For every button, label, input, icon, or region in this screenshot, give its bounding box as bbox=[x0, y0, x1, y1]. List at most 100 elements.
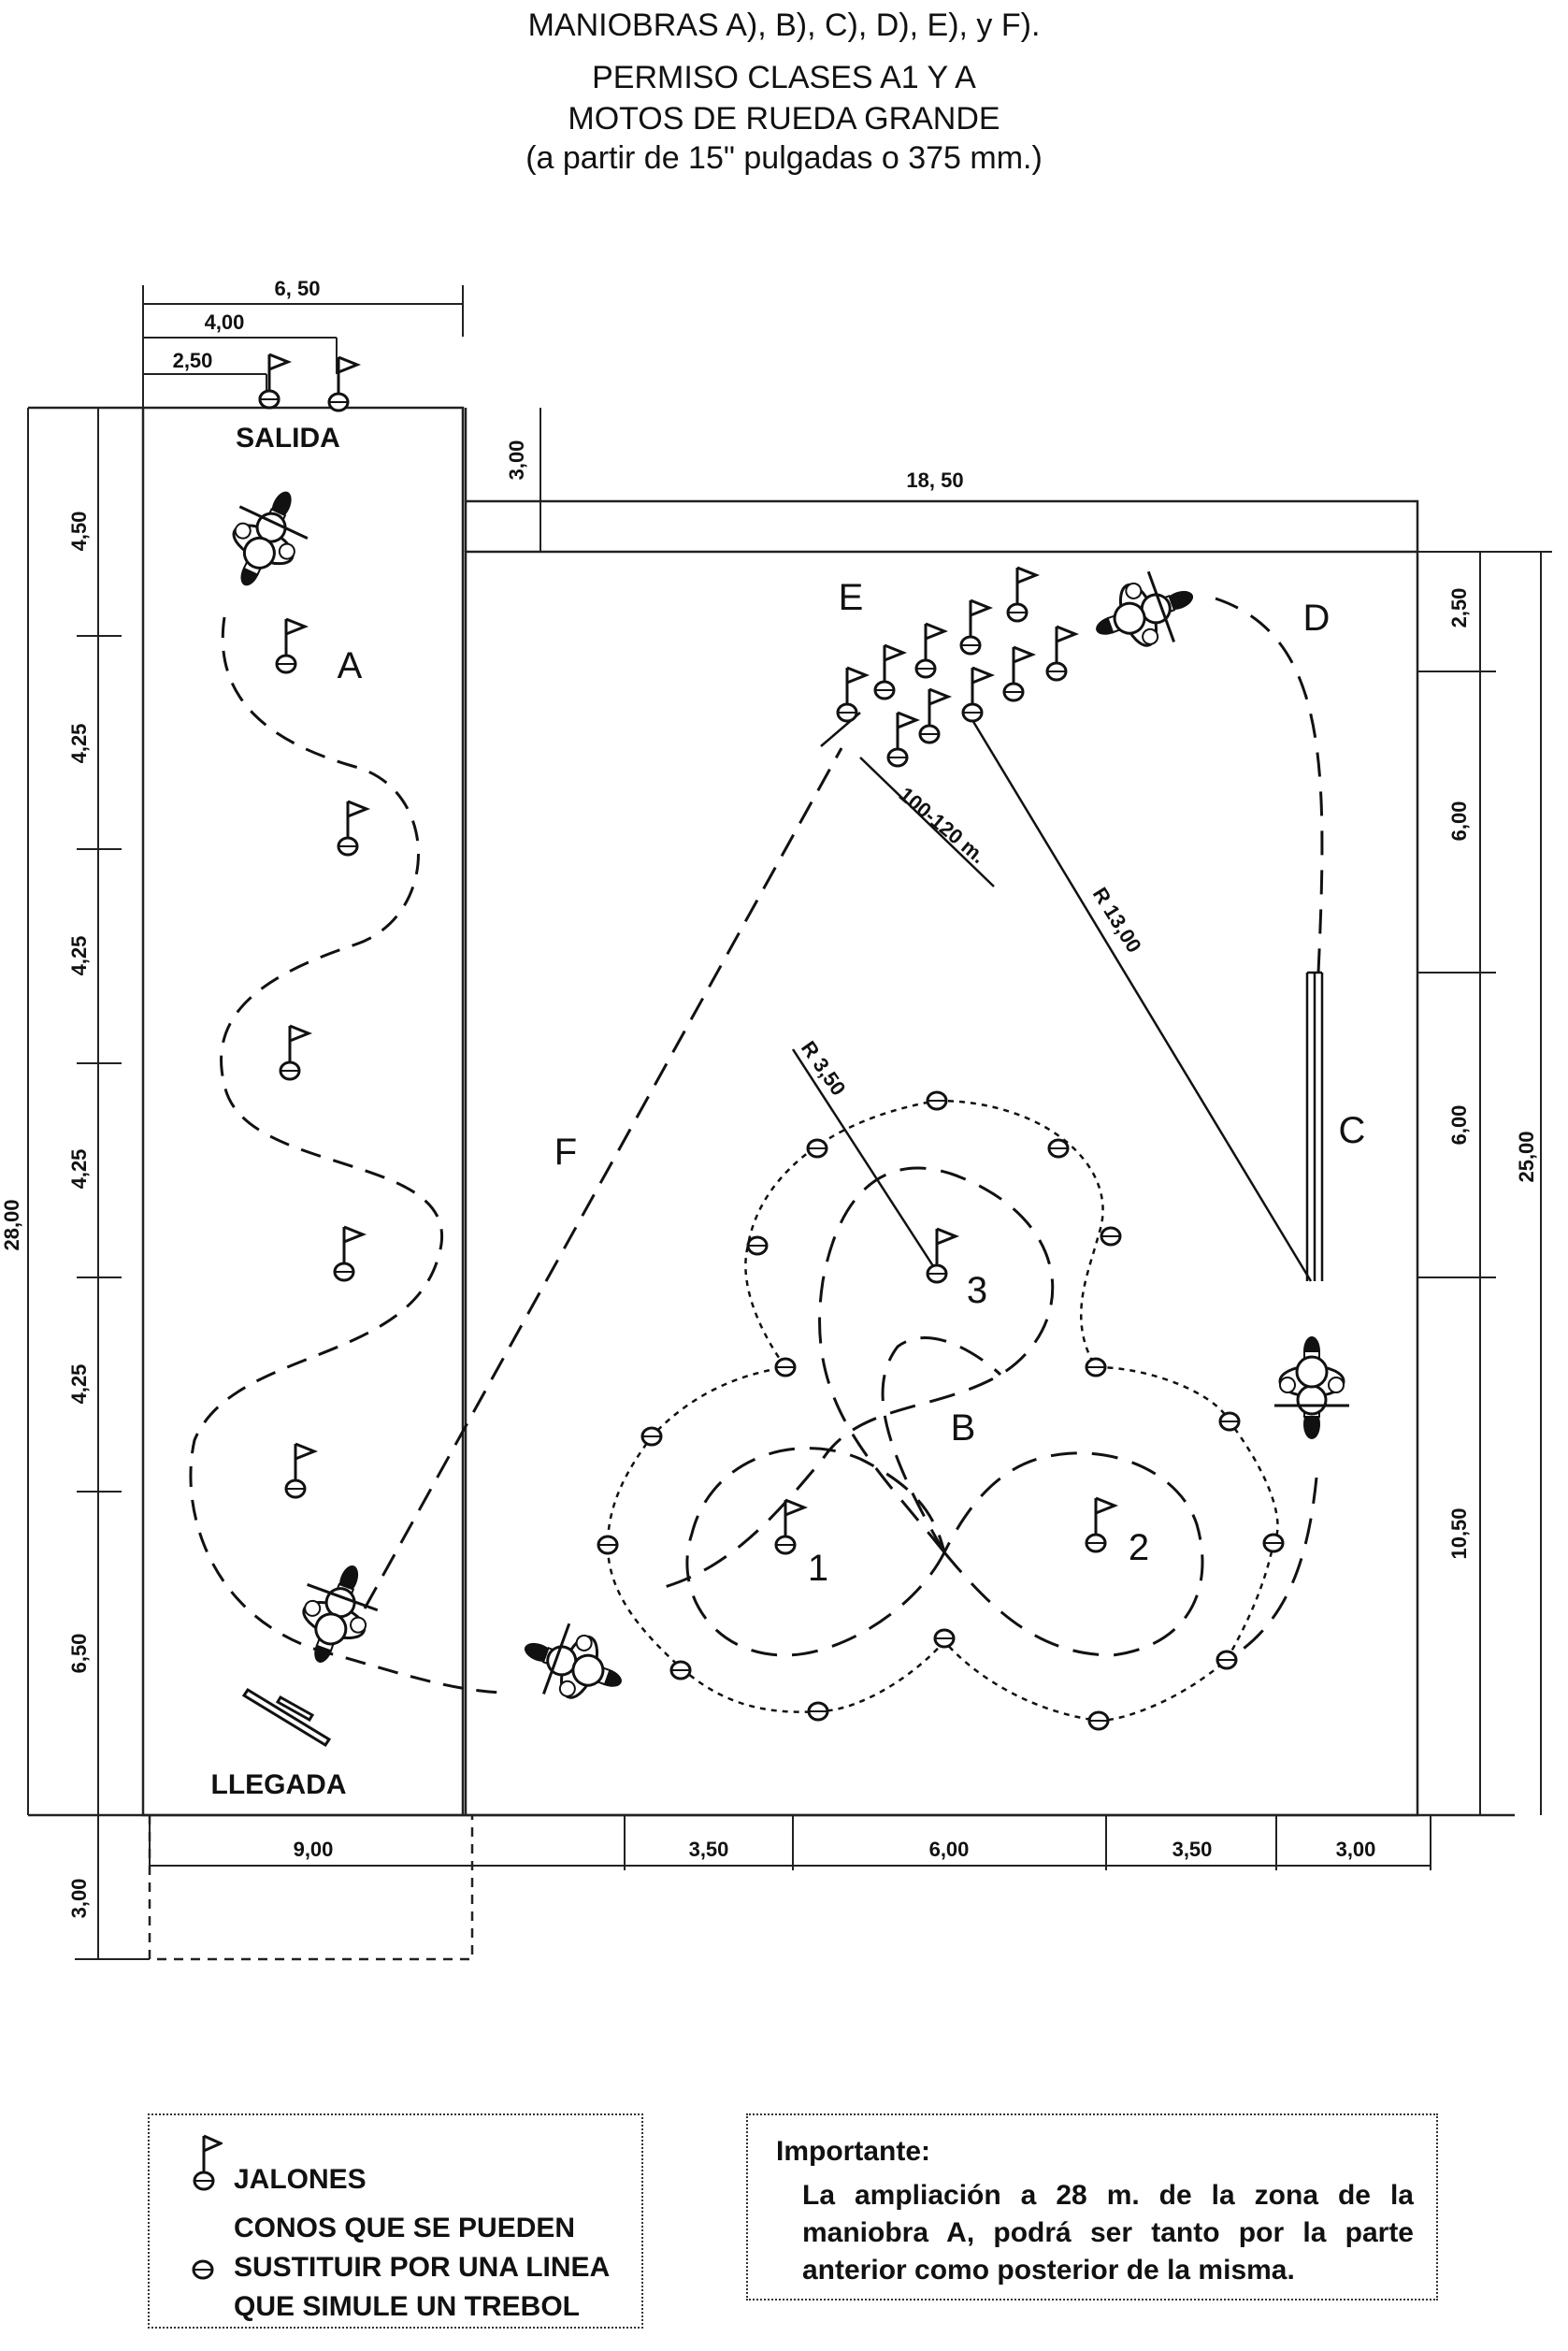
important-body: La ampliación a 28 m. de la zona de la m… bbox=[802, 2180, 1414, 2286]
dim-left-650: 6,50 bbox=[67, 1634, 91, 1674]
motorcycle-rider-icon bbox=[209, 474, 324, 603]
circle-2-label: 2 bbox=[1129, 1527, 1149, 1568]
dim-left-2800: 28,00 bbox=[0, 1199, 23, 1250]
dim-right-600-b: 6,00 bbox=[1447, 1105, 1471, 1146]
dim-bottom-350-a: 3,50 bbox=[689, 1838, 729, 1861]
flag-icon bbox=[284, 1442, 316, 1499]
cone-icon bbox=[669, 1660, 692, 1680]
dim-gap-300: 3,00 bbox=[505, 440, 528, 481]
dim-left-450: 4,50 bbox=[67, 512, 91, 552]
flag-icon bbox=[886, 711, 918, 768]
important-title: Importante: bbox=[776, 2136, 930, 2167]
dim-top-650: 6, 50 bbox=[275, 277, 321, 300]
legend-conos-line1: CONOS QUE SE PUEDEN bbox=[234, 2213, 576, 2243]
dim-left-425-b: 4,25 bbox=[67, 936, 91, 976]
cone-icon bbox=[774, 1357, 797, 1377]
dim-left-425-a: 4,25 bbox=[67, 724, 91, 764]
flag-icon bbox=[1045, 625, 1077, 682]
dim-top-1850: 18, 50 bbox=[906, 469, 963, 492]
cone-icon bbox=[1218, 1411, 1241, 1432]
flag-icon bbox=[961, 666, 993, 723]
flag-icon bbox=[1006, 566, 1038, 623]
jalones-legend-icon bbox=[193, 2134, 223, 2191]
maneuver-c-label: C bbox=[1339, 1110, 1366, 1151]
dim-bottom-350-b: 3,50 bbox=[1172, 1838, 1213, 1861]
dim-right-250: 2,50 bbox=[1447, 588, 1471, 628]
cone-icon bbox=[1087, 1710, 1110, 1731]
dim-bottom-600: 6,00 bbox=[929, 1838, 970, 1861]
maneuver-b-label: B bbox=[951, 1407, 976, 1449]
flag-icon bbox=[258, 353, 290, 410]
dim-bottom-900: 9,00 bbox=[294, 1838, 334, 1861]
maneuver-a-path bbox=[189, 616, 511, 1695]
cone-icon bbox=[746, 1235, 769, 1256]
maneuver-f-path bbox=[363, 747, 843, 1609]
maneuver-d-path bbox=[1215, 597, 1324, 974]
maneuver-c-lane bbox=[1305, 971, 1324, 1281]
flag-icon bbox=[836, 666, 868, 723]
circle-3-label: 3 bbox=[967, 1270, 987, 1311]
r1300-label: R 13,00 bbox=[1088, 883, 1146, 957]
motorcycle-rider-icon bbox=[1273, 1334, 1351, 1441]
radius-labels: R 3,50 R 13,00 100-120 m. bbox=[797, 783, 1146, 1100]
cone-icon bbox=[1262, 1533, 1285, 1553]
flag-icon bbox=[279, 1024, 310, 1081]
diagram-title: MANIOBRAS A), B), C), D), E), y F). bbox=[527, 7, 1041, 43]
dim-left-425-c: 4,25 bbox=[67, 1149, 91, 1190]
circle-1-label: 1 bbox=[808, 1548, 828, 1589]
dim-right-1050: 10,50 bbox=[1447, 1507, 1471, 1559]
flag-icon bbox=[1085, 1496, 1116, 1553]
dimension-lines bbox=[27, 285, 1552, 1960]
motorcycle-rider-icon bbox=[281, 1551, 391, 1677]
flag-icon bbox=[959, 599, 991, 656]
dim-left-425-d: 4,25 bbox=[67, 1364, 91, 1405]
riders bbox=[209, 474, 1351, 1720]
dim-top-250: 2,50 bbox=[173, 349, 213, 372]
maneuver-f-label: F bbox=[554, 1132, 577, 1173]
dim-top-400: 4,00 bbox=[205, 310, 245, 334]
maneuver-e-label: E bbox=[839, 577, 864, 618]
llegada-label: LLEGADA bbox=[211, 1769, 347, 1800]
salida-label: SALIDA bbox=[236, 423, 340, 454]
radius-lines bbox=[791, 712, 1313, 1282]
maneuver-labels: SALIDA LLEGADA A B C D E F 1 2 3 bbox=[211, 423, 1366, 1800]
flag-icon bbox=[918, 687, 950, 744]
legend-conos-line3: QUE SIMULE UN TREBOL bbox=[234, 2291, 581, 2322]
maneuver-b-trefoil-path bbox=[654, 1166, 1318, 1657]
cone-icon bbox=[1216, 1650, 1238, 1670]
flag-icon bbox=[926, 1227, 957, 1284]
dim-bottom-300: 3,00 bbox=[1336, 1838, 1376, 1861]
cone-icon bbox=[933, 1628, 956, 1649]
dim-right-2500: 25,00 bbox=[1515, 1131, 1538, 1182]
cone-icon bbox=[1085, 1357, 1107, 1377]
flag-icon bbox=[337, 800, 368, 857]
important-note-box: Importante: La ampliación a 28 m. de la … bbox=[746, 2113, 1438, 2301]
motorcycle-rider-icon bbox=[1082, 558, 1207, 668]
legend-jalones-label: JALONES bbox=[234, 2164, 367, 2195]
motorcycle-rider-icon bbox=[511, 1610, 636, 1720]
distance-label: 100-120 m. bbox=[895, 783, 990, 868]
cone-icon bbox=[926, 1090, 948, 1111]
maneuver-b-cone-ring bbox=[606, 1099, 1279, 1723]
maneuver-d-label: D bbox=[1303, 598, 1331, 639]
cone-icon bbox=[1100, 1226, 1122, 1247]
flag-icon bbox=[873, 643, 905, 700]
finish-line-bars bbox=[241, 1687, 332, 1748]
flag-icon bbox=[327, 355, 359, 412]
dimension-labels: 6, 50 4,00 2,50 3,00 18, 50 4,50 4,25 4,… bbox=[0, 277, 1538, 1918]
cone-icon bbox=[640, 1426, 663, 1447]
dim-bottom-left-300: 3,00 bbox=[67, 1879, 91, 1919]
legend-conos-line2: SUSTITUIR POR UNA LINEA bbox=[234, 2252, 611, 2283]
permit-class-line: PERMISO CLASES A1 Y A bbox=[592, 60, 976, 95]
wheel-size-line: (a partir de 15" pulgadas o 375 mm.) bbox=[525, 140, 1043, 176]
cone-icon bbox=[807, 1701, 829, 1722]
vehicle-type-line: MOTOS DE RUEDA GRANDE bbox=[568, 101, 1000, 137]
dim-right-600-a: 6,00 bbox=[1447, 801, 1471, 842]
cone-legend-icon bbox=[192, 2259, 214, 2280]
cone-icon bbox=[597, 1535, 619, 1555]
course-outline bbox=[28, 406, 1515, 1961]
flag-icon bbox=[333, 1225, 365, 1282]
maneuver-a-label: A bbox=[338, 645, 363, 686]
cone-icon bbox=[1047, 1138, 1070, 1159]
